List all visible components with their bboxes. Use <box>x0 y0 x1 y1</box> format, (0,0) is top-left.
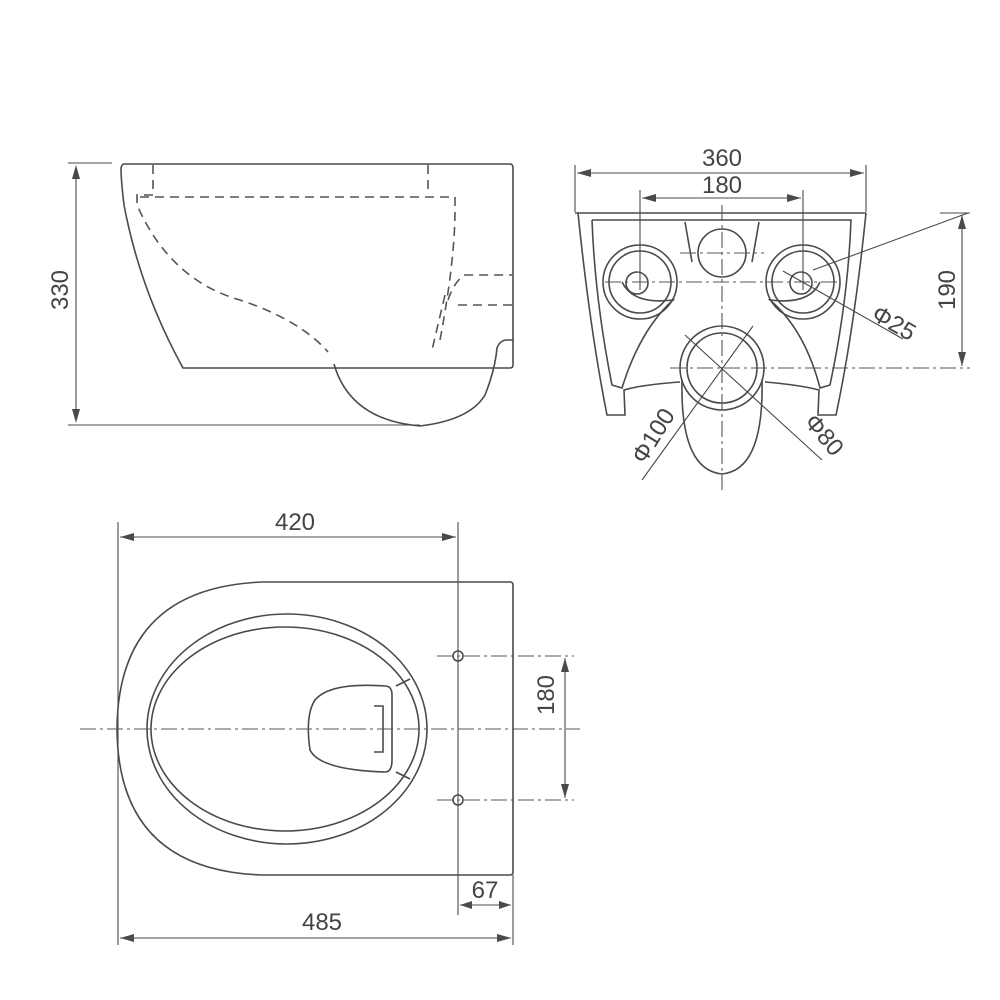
outlet-inner-diameter-label: Φ80 <box>799 409 849 461</box>
hidden-rim <box>140 196 456 341</box>
left-bolt-hole <box>625 271 649 295</box>
bolt-to-front-label: 420 <box>275 509 315 536</box>
left-fixing-boss <box>602 244 678 320</box>
side-view: 330 <box>47 162 514 427</box>
body-outline <box>577 212 867 416</box>
outlet-height-label: 190 <box>934 270 961 310</box>
hidden-inlet <box>447 274 512 306</box>
bowl-outline <box>120 163 514 369</box>
outlet-spigot <box>681 379 763 475</box>
bolt-hole-diameter-label: Φ25 <box>867 300 920 346</box>
leader-line <box>641 325 754 481</box>
length-label: 485 <box>302 909 342 936</box>
hidden-channel <box>431 294 446 351</box>
front-view: 360 180 Φ25 Φ100 Φ80 190 <box>574 145 970 490</box>
top-bolt-spacing-label: 180 <box>533 675 560 715</box>
bowl-outlet-opening <box>307 684 393 773</box>
width-label: 360 <box>702 145 742 172</box>
bowl-trap-outline <box>333 339 513 427</box>
bolt-to-wall-label: 67 <box>472 877 499 904</box>
hidden-bowl-interior <box>136 165 329 353</box>
bolt-spacing-label: 180 <box>702 172 742 199</box>
leader-line <box>782 270 904 340</box>
top-view: 420 180 67 485 <box>80 509 580 945</box>
leader-line <box>684 334 823 461</box>
height-label: 330 <box>47 270 74 310</box>
bowl-top-outline <box>116 581 514 876</box>
right-bolt-hole <box>789 271 813 295</box>
right-fixing-boss <box>765 244 841 320</box>
outlet-outer-diameter-label: Φ100 <box>627 404 681 469</box>
